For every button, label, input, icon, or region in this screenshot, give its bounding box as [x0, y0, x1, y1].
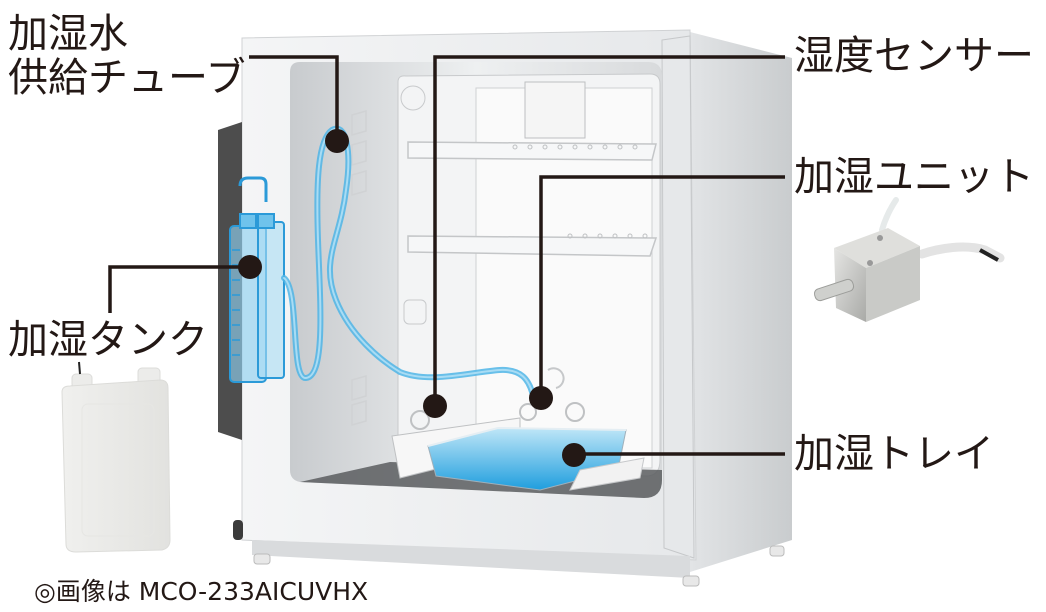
tank-bottle-photo: [61, 361, 171, 553]
label-humidifier-tray: 加湿トレイ: [794, 431, 994, 477]
label-humidifier-unit: 加湿ユニット: [794, 154, 1034, 200]
leader-supply-tube: [249, 55, 339, 141]
leader-humidifier-unit: [539, 175, 785, 398]
humidifier-unit-photo: [813, 197, 1005, 322]
leader-humidity-sensor: [433, 55, 785, 405]
label-humidity-sensor: 湿度センサー: [794, 33, 1034, 79]
dot-humidifier-tray: [562, 443, 586, 467]
dot-humidifier-unit: [529, 386, 553, 410]
leader-humidifier-tank: [108, 265, 248, 313]
leader-dots: [238, 129, 586, 467]
supply-tube-illustration: [281, 125, 537, 403]
model-caption: ◎画像は MCO-233AICUVHX: [34, 577, 369, 606]
label-humidifier-tank: 加湿タンク: [8, 317, 208, 363]
dot-humidity-sensor: [423, 394, 447, 418]
dot-supply-tube: [325, 129, 349, 153]
dot-humidifier-tank: [238, 255, 262, 279]
leader-lines: [108, 55, 785, 456]
cabinet-side-panel: [690, 32, 792, 572]
label-supply-tube-line1: 加湿水: [8, 11, 128, 57]
label-supply-tube-line2: 供給チューブ: [8, 55, 246, 101]
